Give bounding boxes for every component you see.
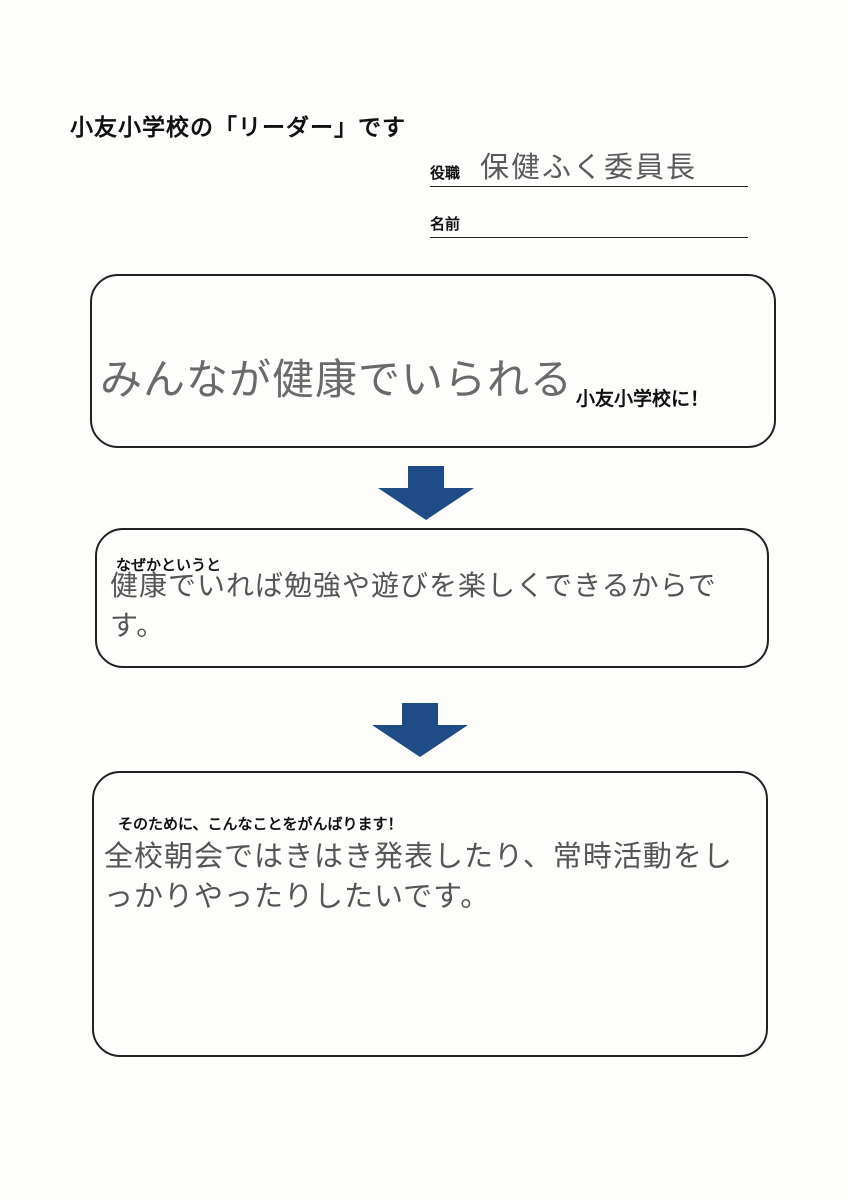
reason-text: 健康でいれば勉強や遊びを楽しくできるからです。 — [110, 569, 717, 642]
reason-box — [95, 528, 769, 668]
goal-handwritten: みんなが健康でいられる — [100, 355, 574, 404]
down-arrow-icon — [378, 466, 474, 520]
role-field: 役職 保健ふく委員長 — [430, 150, 748, 187]
action-label: そのために、こんなことをがんばります！ — [118, 815, 403, 833]
goal-box — [90, 274, 776, 448]
reason-label: なぜかというと — [116, 556, 222, 574]
goal-printed: 小友小学校に！ — [576, 388, 710, 410]
name-field: 名前 — [430, 203, 748, 238]
role-label: 役職 — [430, 164, 461, 182]
arrow-shape — [372, 703, 468, 757]
action-box — [92, 771, 768, 1057]
role-value: 保健ふく委員長 — [480, 150, 698, 184]
page-title: 小友小学校の「リーダー」です — [70, 115, 406, 141]
arrow-shape — [378, 466, 474, 520]
action-text: 全校朝会ではきはき発表したり、常時活動をしっかりやったりしたいです。 — [104, 839, 733, 913]
down-arrow-icon — [372, 703, 468, 757]
name-label: 名前 — [430, 215, 461, 233]
